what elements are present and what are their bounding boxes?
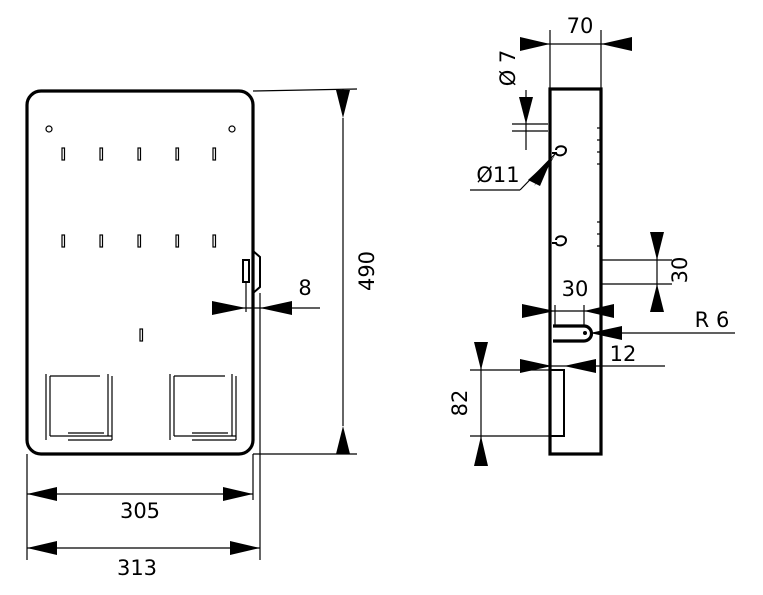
dim-slot-width-label: 12 <box>610 342 637 366</box>
dim-height-label: 490 <box>355 251 379 291</box>
dim-lock-offset: 8 <box>212 276 320 315</box>
dim-width-inner-label: 305 <box>120 499 160 523</box>
dim-hole-small-label: Ø 7 <box>496 50 520 87</box>
dim-pocket-height-label: 82 <box>448 390 472 417</box>
front-view: 490 8 305 313 <box>25 88 379 580</box>
dim-width-inner: 305 <box>27 487 253 523</box>
hook-upper <box>552 145 568 157</box>
dim-lock-offset-label: 8 <box>298 276 311 300</box>
side-view: 70 Ø 7 Ø11 30 <box>448 14 735 466</box>
dim-hook-spacing-label: 30 <box>668 257 692 284</box>
dim-depth: 70 <box>520 14 632 89</box>
dim-slot-radius: R 6 <box>590 308 735 340</box>
dim-slot-offset-label: 30 <box>562 277 589 301</box>
cabinet-side-outline <box>548 87 603 456</box>
hook-lower <box>552 235 568 247</box>
dim-width-outer-label: 313 <box>117 556 157 580</box>
dim-pocket-height: 82 <box>448 342 550 466</box>
lock-handle <box>242 259 250 283</box>
dim-height: 490 <box>336 89 379 454</box>
mount-hole-right <box>228 125 236 133</box>
dim-slot-radius-label: R 6 <box>695 308 730 332</box>
key-hook-row-2 <box>61 234 217 248</box>
dim-hook-spacing: 30 <box>601 232 692 312</box>
dim-hole-small: Ø 7 <box>496 50 548 150</box>
dim-hole-large: Ø11 <box>470 152 557 191</box>
mount-hole-left <box>45 125 53 133</box>
side-edge-ticks <box>597 127 601 247</box>
key-hook-row-1 <box>61 147 217 161</box>
dim-depth-label: 70 <box>567 14 594 38</box>
center-slot <box>139 328 144 342</box>
dim-hole-large-label: Ø11 <box>476 163 519 187</box>
pocket-left <box>45 374 113 441</box>
side-pocket <box>550 369 565 437</box>
dim-width-outer: 313 <box>27 541 260 580</box>
pocket-right <box>169 374 237 441</box>
dim-slot-offset: 30 <box>522 277 614 326</box>
cabinet-front-outline <box>25 89 255 456</box>
dim-slot-width: 12 <box>520 342 665 373</box>
lock-housing <box>252 250 261 294</box>
